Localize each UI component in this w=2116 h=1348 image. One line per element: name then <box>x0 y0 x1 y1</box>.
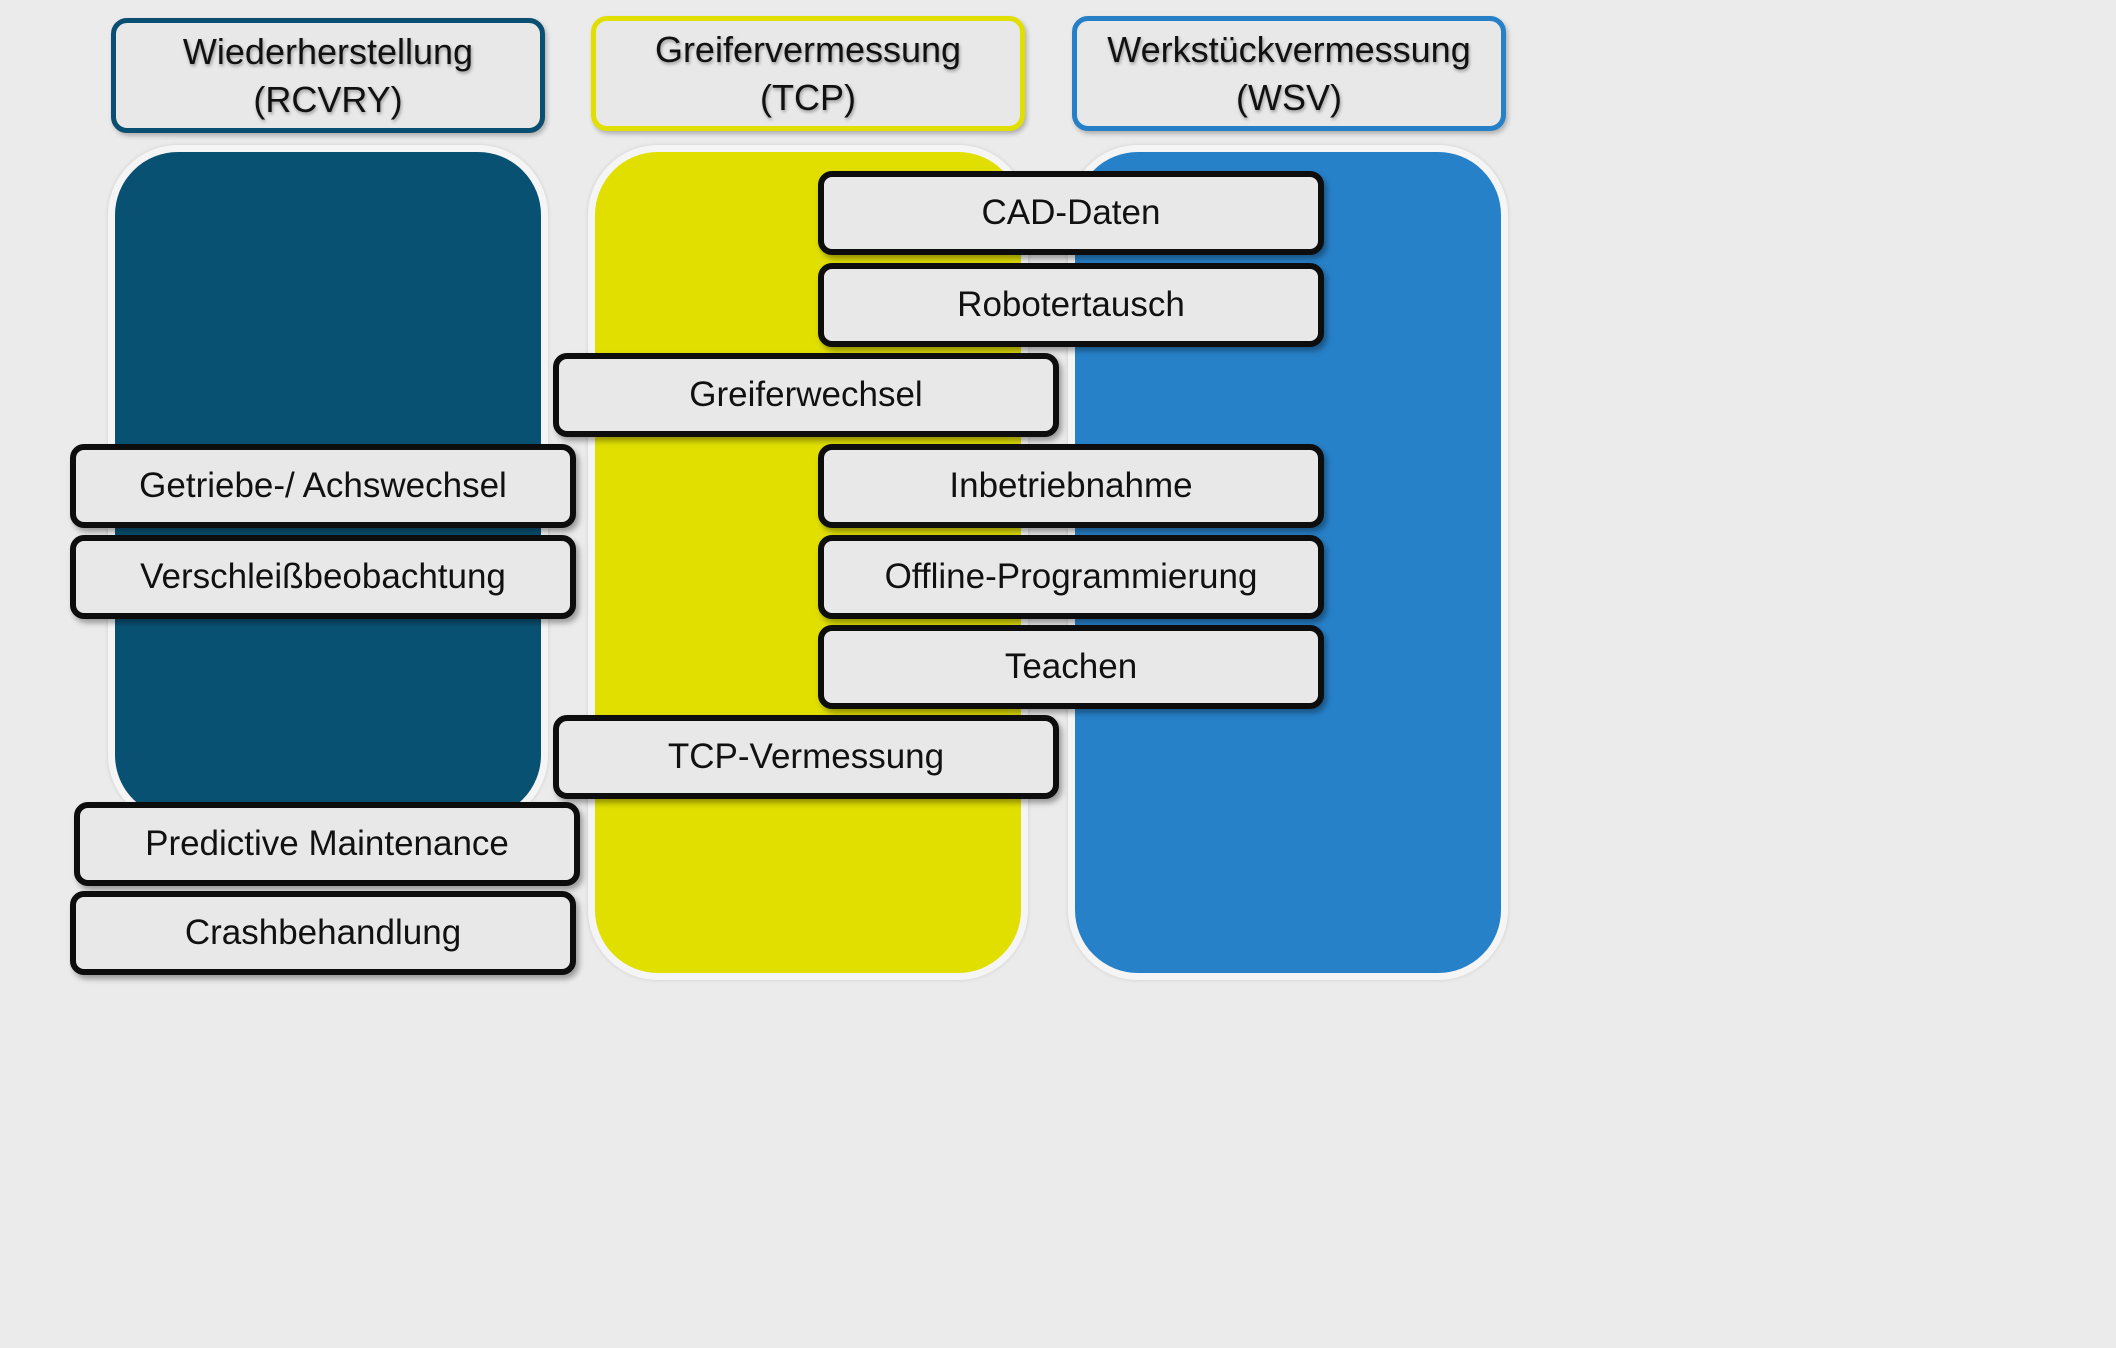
header-rcvry-abbr: (RCVRY) <box>253 78 403 120</box>
header-tcp-title: Greifervermessung <box>654 28 962 70</box>
item-inbetriebnahme: Inbetriebnahme <box>818 444 1324 528</box>
item-getriebe-achswechsel: Getriebe-/ Achswechsel <box>70 444 576 528</box>
header-rcvry-title: Wiederherstellung <box>182 30 474 72</box>
item-tcp-vermessung: TCP-Vermessung <box>553 715 1059 799</box>
item-verschleissbeobachtung: Verschleißbeobachtung <box>70 535 576 619</box>
header-tcp: Greifervermessung (TCP) <box>591 16 1025 131</box>
item-predictive-maintenance: Predictive Maintenance <box>74 802 580 886</box>
header-rcvry: Wiederherstellung (RCVRY) <box>111 18 545 133</box>
header-wsv-title: Werkstückvermessung <box>1107 28 1471 70</box>
header-tcp-abbr: (TCP) <box>760 76 856 118</box>
item-crashbehandlung: Crashbehandlung <box>70 891 576 975</box>
header-wsv-abbr: (WSV) <box>1236 76 1342 118</box>
item-cad-daten: CAD-Daten <box>818 171 1324 255</box>
item-offline-programmierung: Offline-Programmierung <box>818 535 1324 619</box>
item-robotertausch: Robotertausch <box>818 263 1324 347</box>
header-wsv: Werkstückvermessung (WSV) <box>1072 16 1506 131</box>
item-teachen: Teachen <box>818 625 1324 709</box>
item-greiferwechsel: Greiferwechsel <box>553 353 1059 437</box>
